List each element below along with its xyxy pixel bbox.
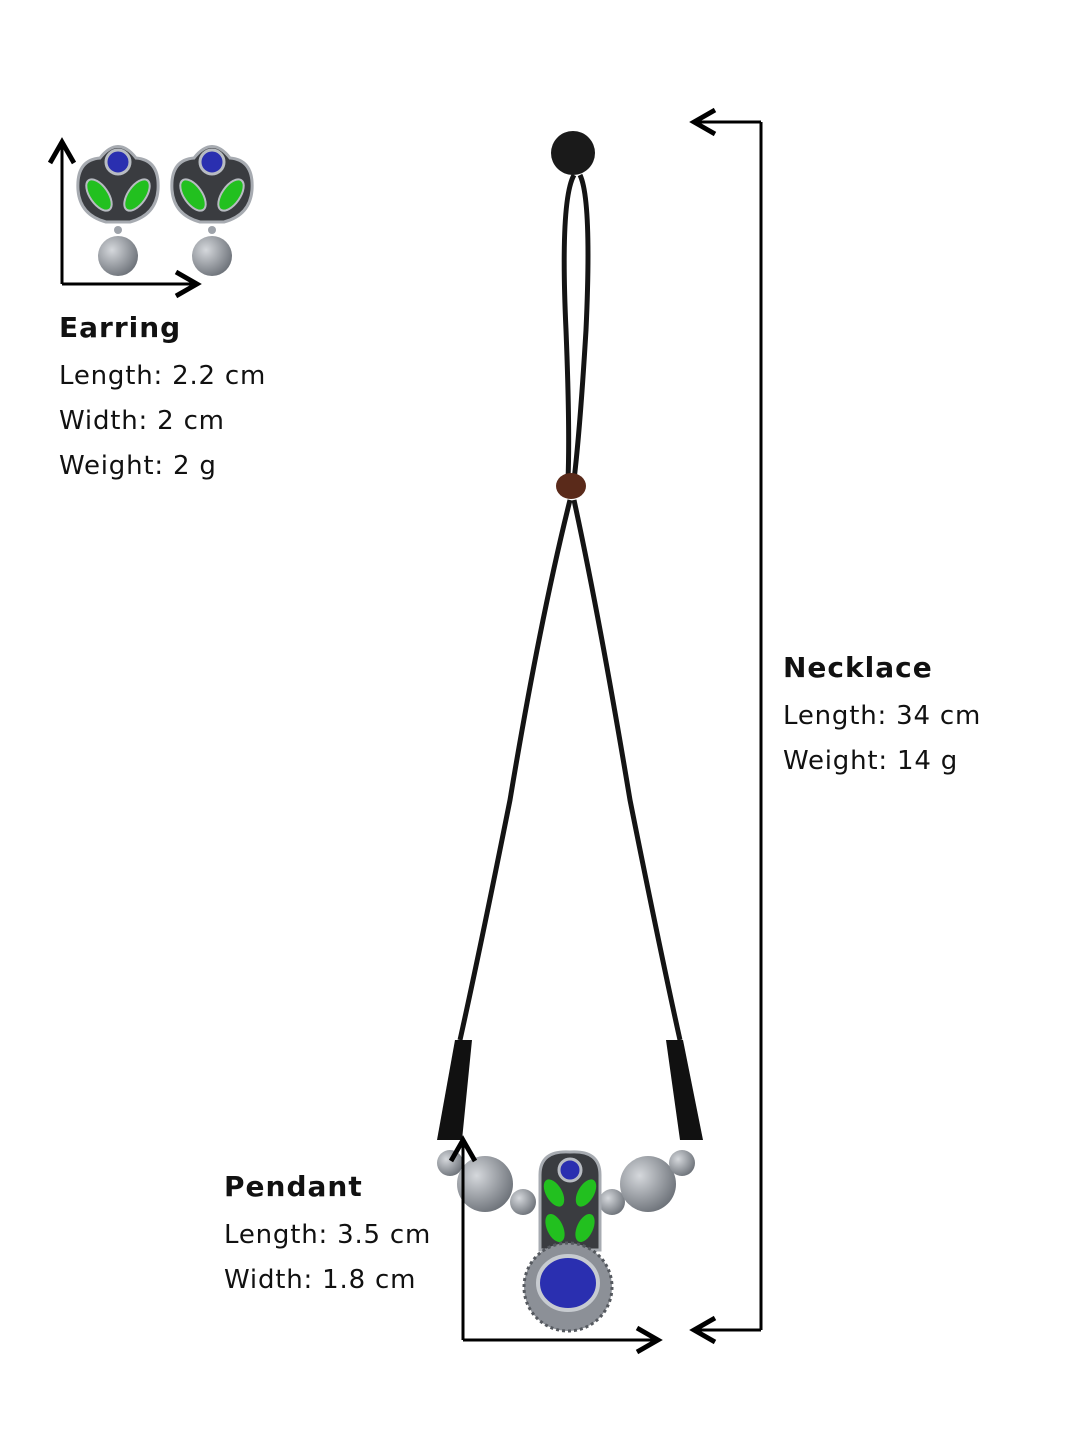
earring-weight: Weight: 2 g	[59, 451, 217, 481]
necklace-cord	[457, 173, 683, 1041]
necklace-title: Necklace	[783, 651, 933, 684]
earring-dimension-arrows	[47, 137, 202, 299]
necklace-weight: Weight: 14 g	[783, 746, 959, 776]
earring-right	[170, 145, 254, 278]
cord-wrap-left	[437, 1040, 472, 1140]
closure-bead	[551, 131, 595, 175]
pendant-title: Pendant	[224, 1170, 363, 1203]
earring-title: Earring	[59, 311, 182, 344]
necklace-length: Length: 34 cm	[783, 701, 982, 731]
necklace-specs: Necklace Length: 34 cm Weight: 14 g	[783, 650, 981, 784]
necklace-dimension-bracket	[689, 107, 763, 1345]
wood-bead	[556, 473, 586, 499]
pendant-width: Width: 1.8 cm	[224, 1265, 417, 1295]
earring-length: Length: 2.2 cm	[59, 361, 267, 391]
pendant	[522, 1150, 614, 1333]
earring-left	[76, 145, 160, 278]
cord-wrap-right	[666, 1040, 703, 1140]
earring-width: Width: 2 cm	[59, 406, 225, 436]
earring-specs: Earring Length: 2.2 cm Width: 2 cm Weigh…	[59, 310, 266, 489]
pendant-length: Length: 3.5 cm	[224, 1220, 432, 1250]
pendant-specs: Pendant Length: 3.5 cm Width: 1.8 cm	[224, 1169, 431, 1303]
pendant-dimension-arrows	[448, 1135, 663, 1355]
